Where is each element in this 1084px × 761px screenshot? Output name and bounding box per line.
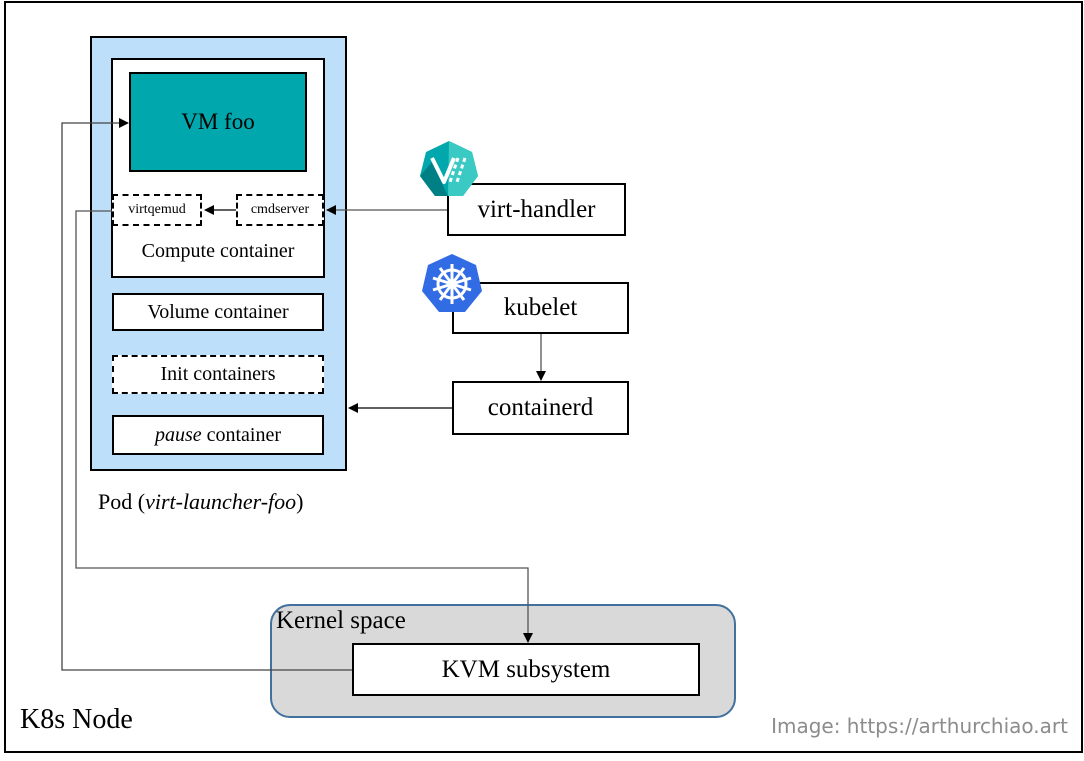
pause-italic: pause: [154, 423, 202, 446]
volume-container-label: Volume container: [147, 300, 289, 323]
vm-foo-label: VM foo: [181, 109, 255, 134]
pod-label-suffix: ): [296, 489, 304, 514]
kubevirt-logo-icon: [420, 141, 478, 196]
containerd-label: containerd: [487, 394, 594, 421]
kernel-space-label: Kernel space: [276, 607, 406, 634]
watermark: Image: https://arthurchiao.art: [771, 714, 1068, 738]
k8s-node-label: K8s Node: [20, 704, 133, 735]
cmdserver-box: cmdserver: [236, 194, 324, 226]
init-containers: Init containers: [112, 355, 324, 394]
pod-label-name: virt-launcher-foo: [145, 489, 297, 514]
edge-virtqemud-kvm: [75, 210, 533, 643]
kubelet-box: kubelet: [452, 282, 629, 334]
kvm-subsystem-label: KVM subsystem: [441, 655, 611, 683]
virtqemud-box: virtqemud: [112, 194, 202, 226]
kubernetes-logo-icon: [422, 254, 482, 312]
pod-label-prefix: Pod (: [98, 489, 146, 514]
pause-container: pause container: [112, 415, 324, 455]
edge-kvm-vm: [61, 118, 352, 671]
cmdserver-label: cmdserver: [250, 202, 310, 217]
pause-container-label: pause container: [155, 424, 281, 447]
containerd-box: containerd: [452, 381, 629, 435]
vm-foo: VM foo: [129, 72, 307, 172]
pod-label: Pod (virt-launcher-foo): [98, 489, 303, 515]
volume-container: Volume container: [112, 293, 324, 331]
kubelet-label: kubelet: [503, 294, 578, 321]
compute-container-label: Compute container: [141, 240, 295, 262]
kvm-subsystem-box: KVM subsystem: [352, 643, 700, 696]
virt-handler-box: virt-handler: [447, 183, 626, 236]
init-containers-label: Init containers: [160, 363, 276, 385]
virtqemud-label: virtqemud: [128, 202, 186, 217]
virt-handler-label: virt-handler: [477, 195, 596, 223]
pause-rest: container: [201, 423, 282, 446]
